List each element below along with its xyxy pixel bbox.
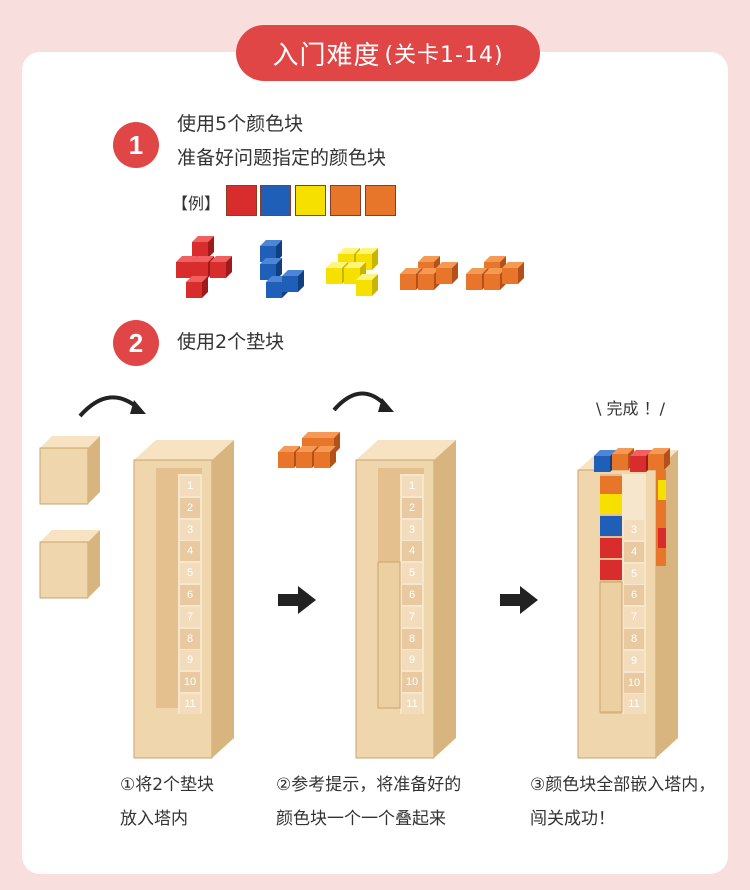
slot-number: 5 (402, 563, 422, 584)
slot-number: 3 (402, 519, 422, 540)
piece-yellow (326, 248, 378, 296)
slot-number: 8 (402, 628, 422, 649)
page-title: 入门难度 (272, 40, 381, 71)
piece-orange-2 (466, 256, 524, 290)
piece-orange-falling (278, 432, 340, 468)
slot-number: 11 (624, 694, 644, 715)
caption-1-line1: ①将2个垫块 (120, 775, 215, 795)
slot-number: 2 (402, 497, 422, 518)
piece-red (176, 236, 232, 298)
page-subtitle: (关卡1-14) (384, 43, 504, 68)
piece-orange-1 (400, 256, 458, 290)
caption-3-line2: 闯关成功！ (530, 809, 615, 829)
slot-number: 5 (180, 563, 200, 584)
spacer-block-2 (39, 530, 100, 599)
slot-number: 9 (402, 650, 422, 671)
slot-number: 9 (180, 650, 200, 671)
step-2-badge: 2 (113, 320, 159, 366)
slot-number: 3 (624, 520, 644, 540)
slot-number: 7 (624, 607, 644, 628)
slot-number: 10 (402, 672, 422, 693)
caption-1-line2: 放入塔内 (120, 809, 188, 829)
slot-number: 6 (180, 585, 200, 605)
slot-number: 1 (402, 476, 422, 496)
step-1-line1: 使用5个颜色块 (177, 113, 304, 135)
step-2-line1: 使用2个垫块 (177, 331, 285, 353)
slot-number: 7 (402, 606, 422, 627)
title-banner: 入门难度 (关卡1-14) (236, 25, 540, 81)
slot-number: 11 (402, 694, 422, 714)
arrow-right-icon-1 (278, 586, 316, 614)
caption-2-line2: 颜色块一个一个叠起来 (276, 809, 446, 829)
slot-number: 4 (624, 541, 644, 562)
spacer-block-1 (39, 436, 100, 505)
slot-number: 5 (624, 563, 644, 584)
example-label: 【例】 (172, 194, 221, 213)
slot-number: 4 (402, 541, 422, 562)
swatch-orange-2 (365, 185, 396, 216)
slot-number: 6 (402, 585, 422, 605)
slot-number: 7 (180, 606, 200, 627)
swatch-orange-1 (330, 185, 361, 216)
piece-blue (260, 240, 304, 298)
slot-number: 10 (624, 672, 644, 693)
arrow-right-icon-2 (500, 586, 538, 614)
step-1-line2: 准备好问题指定的颜色块 (177, 147, 387, 169)
swatch-yellow (295, 185, 326, 216)
caption-2-line1: ②参考提示，将准备好的 (276, 775, 462, 795)
step-1-badge: 1 (113, 122, 159, 168)
slot-number: 8 (624, 629, 644, 649)
caption-3-line1: ③颜色块全部嵌入塔内， (530, 775, 716, 795)
slot-number: 4 (180, 541, 200, 562)
slot-number: 3 (180, 519, 200, 540)
slot-number: 6 (624, 585, 644, 606)
slot-number: 8 (180, 628, 200, 649)
slot-number: 2 (180, 497, 200, 518)
slot-number: 11 (180, 694, 200, 714)
swatch-blue (260, 185, 291, 216)
slot-number: 10 (180, 672, 200, 693)
done-label: \ 完成 ！/ (596, 399, 665, 418)
slot-number: 9 (624, 650, 644, 671)
slot-number: 1 (180, 476, 200, 496)
swatch-red (226, 185, 257, 216)
